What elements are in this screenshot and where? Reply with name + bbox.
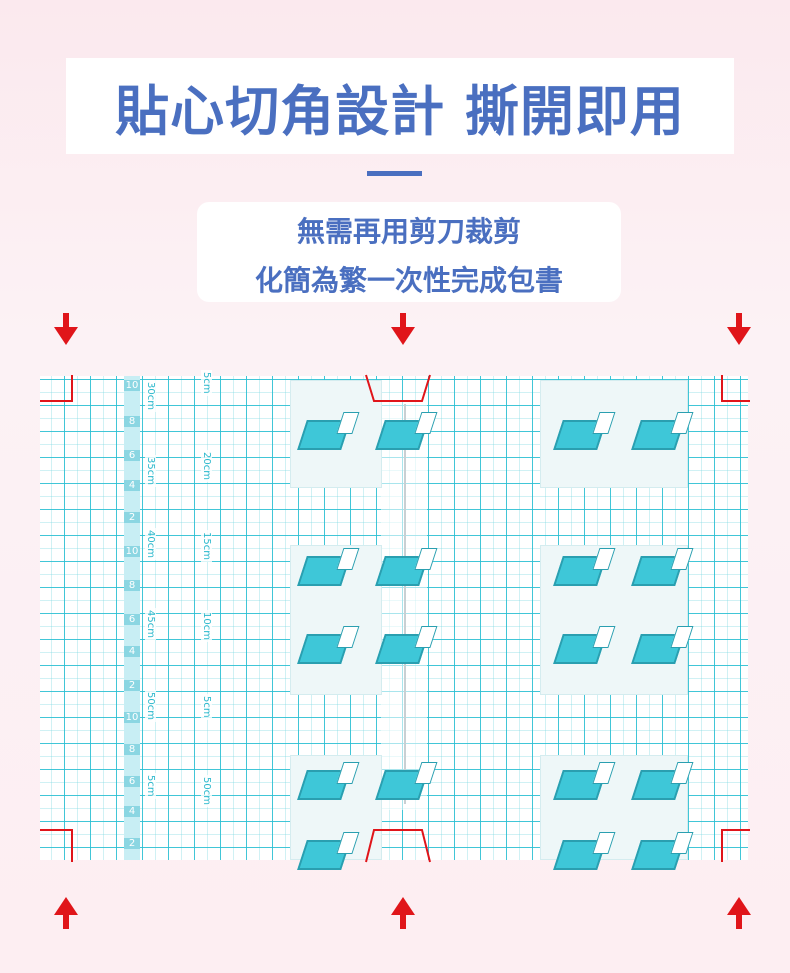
ruler-number: 8 — [124, 580, 140, 591]
arrow-up-icon — [54, 897, 78, 929]
ruler-number: 8 — [124, 744, 140, 755]
ruler-number: 4 — [124, 806, 140, 817]
arrow-down-icon — [727, 313, 751, 345]
ruler-number: 6 — [124, 614, 140, 625]
ruler-number: 4 — [124, 646, 140, 657]
ruler-number: 10 — [124, 712, 140, 723]
ruler-number: 10 — [124, 380, 140, 391]
ruler-number: 2 — [124, 512, 140, 523]
ruler-number: 6 — [124, 776, 140, 787]
ruler-number: 6 — [124, 450, 140, 461]
title-banner — [66, 58, 734, 154]
ruler-number: 2 — [124, 680, 140, 691]
subtitle-box — [197, 202, 621, 302]
ruler-number: 8 — [124, 416, 140, 427]
title-divider — [367, 171, 422, 176]
subtitle-line-1: 無需再用剪刀裁剪 — [296, 215, 521, 248]
ruler-number: 4 — [124, 480, 140, 491]
ruler-number: 10 — [124, 546, 140, 557]
ruler-number: 2 — [124, 838, 140, 849]
spine-fold-line — [404, 404, 406, 804]
arrow-up-icon — [391, 897, 415, 929]
subtitle-line-2: 化簡為繁一次性完成包書 — [254, 264, 563, 297]
arrow-down-icon — [391, 313, 415, 345]
page-title: 貼心切角設計 撕開即用 — [115, 79, 685, 143]
arrow-up-icon — [727, 897, 751, 929]
arrow-down-icon — [54, 313, 78, 345]
